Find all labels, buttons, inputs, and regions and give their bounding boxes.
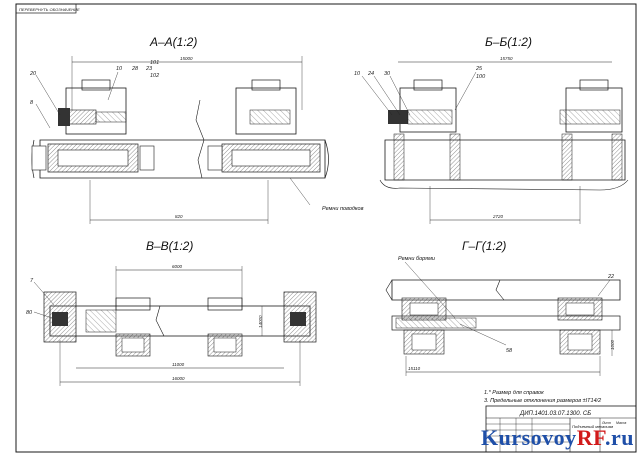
view-v-dim-1: 6000 — [172, 264, 183, 269]
kursovoy-rf-watermark: KursovoyRF.ru — [481, 425, 634, 451]
view-v-pos-7: 7 — [30, 278, 34, 284]
title-block-name: Подъемный механизм — [572, 424, 613, 429]
view-a-pos-20: 20 — [29, 71, 37, 77]
title-block-mass: Масса — [616, 421, 626, 425]
watermark-part-2: RF — [576, 425, 605, 450]
view-v-dim-4: 16000 — [172, 376, 185, 381]
view-a-pos-10: 10 — [116, 66, 123, 72]
view-b-dim-2: 2720 — [492, 214, 504, 219]
view-a-pos-102: 102 — [150, 73, 159, 79]
view-g-leader-belts: Ремни борями — [398, 256, 435, 262]
view-a-pos-8: 8 — [30, 100, 34, 106]
view-a: А–А(1:2) 15000 820 — [29, 35, 364, 224]
view-b-title: Б–Б(1:2) — [485, 35, 532, 49]
stamp-text: ПЕРЕВЕРНУТЬ ОБОЗНАЧЕНИЕ — [19, 7, 80, 12]
view-a-pos-101: 101 — [150, 60, 159, 66]
stamp-box — [15, 3, 77, 14]
view-g-pos-22: 22 — [607, 274, 614, 280]
view-v-title: В–В(1:2) — [146, 239, 193, 253]
view-a-title: А–А(1:2) — [149, 35, 197, 49]
title-block-designation: ДИП.1401.03.07.1300. СБ — [519, 411, 591, 417]
view-a-pos-23: 23 — [145, 66, 153, 72]
view-g: Г–Г(1:2) 1000 15110 Ремни борями 22 58 — [385, 239, 621, 376]
view-b-pos-30: 30 — [384, 71, 391, 77]
sheet-frame — [15, 3, 637, 453]
view-a-leader-belts: Ремни поводков — [322, 206, 364, 212]
view-v-dim-3: 11000 — [172, 362, 185, 367]
view-v-pos-80: 80 — [26, 310, 33, 316]
view-b-pos-10: 10 — [354, 71, 361, 77]
view-b-pos-100: 100 — [476, 74, 486, 80]
view-v-dim-2: 14000 — [258, 315, 263, 328]
view-g-dim-1: 15110 — [408, 366, 421, 371]
view-b-pos-24: 24 — [367, 71, 374, 77]
view-a-dim-1: 15000 — [180, 56, 193, 61]
note-2: 3. Предельные отклонения размеров ±IT14/… — [484, 398, 601, 404]
view-g-dim-2: 1000 — [610, 339, 615, 350]
title-block: ДИП.1401.03.07.1300. СБ Подъемный механи… — [485, 405, 637, 453]
watermark-part-3: .ru — [605, 425, 634, 450]
note-1: 1.* Размер для справок — [484, 390, 544, 396]
view-b-pos-25: 25 — [475, 66, 483, 72]
watermark-part-1: Kursovoy — [481, 425, 577, 450]
view-a-dim-2: 820 — [175, 214, 183, 219]
view-v: В–В(1:2) 6000 14000 11000 16000 7 — [26, 239, 317, 386]
view-a-pos-28: 28 — [131, 66, 139, 72]
technical-notes: 1.* Размер для справок 3. Предельные отк… — [484, 390, 601, 404]
view-b-dim-1: 15750 — [500, 56, 513, 61]
view-g-title: Г–Г(1:2) — [462, 239, 506, 253]
view-b: Б–Б(1:2) 15750 2720 10 24 30 25 100 — [354, 35, 629, 224]
title-block-sheet: Лист — [601, 421, 611, 425]
view-g-pos-58: 58 — [506, 348, 513, 354]
